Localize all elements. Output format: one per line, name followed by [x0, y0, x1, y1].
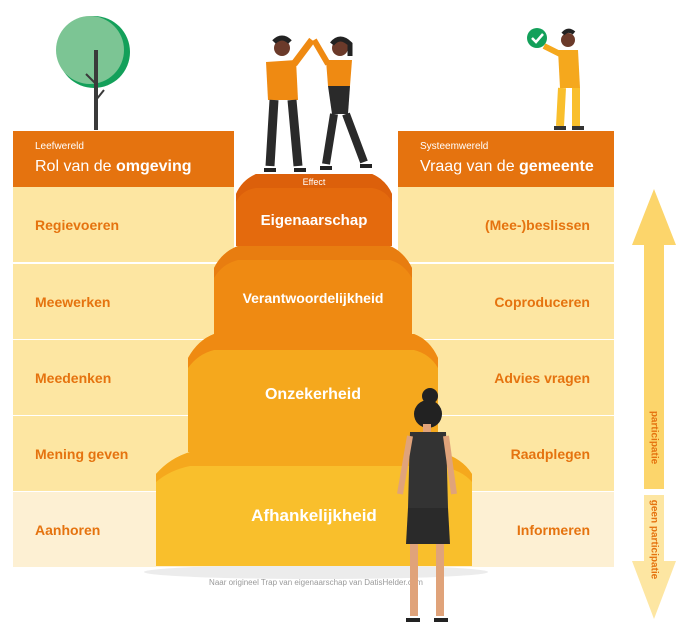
left-row-label: Aanhoren — [35, 521, 101, 538]
right-panel-title-prefix: Vraag van de — [420, 158, 520, 175]
left-panel-title-prefix: Rol van de — [35, 158, 116, 175]
right-row-label: Advies vragen — [494, 369, 590, 386]
step-afhankelijkheid — [156, 452, 472, 566]
step-label-onzekerheid: Onzekerheid — [264, 386, 362, 403]
left-panel-small-title: Leefwereld — [35, 141, 84, 152]
right-panel-title-bold: gemeente — [519, 158, 594, 175]
left-panel-title-bold: omgeving — [115, 158, 192, 175]
left-row-label: Meedenken — [35, 369, 112, 386]
high-five-couple-illustration — [264, 35, 372, 172]
step-onzekerheid — [188, 334, 438, 452]
left-panel-header: Leefwereld Rol van de omgeving — [13, 131, 234, 187]
arrow-label-geen-participatie: geen participatie — [648, 499, 660, 580]
check-icon — [527, 28, 547, 48]
arrow-down-head — [632, 495, 676, 619]
effect-label: Effect — [302, 177, 326, 187]
right-row-label: Coproduceren — [494, 293, 590, 310]
right-row-1: (Mee-)beslissen — [398, 187, 614, 262]
participation-arrow — [632, 189, 676, 619]
left-row-label: Regievoeren — [35, 216, 120, 233]
step-eigenaarschap — [236, 174, 392, 246]
right-panel-title: Vraag van de gemeente — [420, 158, 594, 176]
step-label-verantwoordelijkheid: Verantwoordelijkheid — [242, 290, 384, 306]
staircase-shadow — [144, 565, 488, 579]
left-row-label: Meewerken — [35, 293, 111, 310]
arrow-up-head — [632, 189, 676, 489]
left-row-2: Meewerken — [13, 264, 234, 339]
right-row-label: Raadplegen — [510, 445, 590, 462]
credit-text: Naar origineel Trap van eigenaarschap va… — [209, 578, 423, 587]
right-panel-small-title: Systeemwereld — [420, 141, 489, 152]
arrow-label-participatie: participatie — [648, 410, 660, 465]
person-with-check-illustration — [527, 28, 584, 130]
right-row-label: Informeren — [516, 521, 590, 538]
left-panel-title: Rol van de omgeving — [35, 158, 192, 176]
left-row-1: Regievoeren — [13, 187, 234, 262]
right-panel-header: Systeemwereld Vraag van de gemeente — [398, 131, 614, 187]
step-label-eigenaarschap: Eigenaarschap — [260, 212, 368, 229]
step-label-afhankelijkheid: Afhankelijkheid — [251, 506, 377, 525]
woman-back-view-illustration — [397, 388, 457, 622]
step-verantwoordelijkheid — [214, 246, 412, 334]
right-row-2: Coproduceren — [398, 264, 614, 339]
left-row-label: Mening geven — [35, 445, 129, 462]
tree-illustration — [56, 16, 130, 130]
right-row-label: (Mee-)beslissen — [484, 216, 590, 233]
